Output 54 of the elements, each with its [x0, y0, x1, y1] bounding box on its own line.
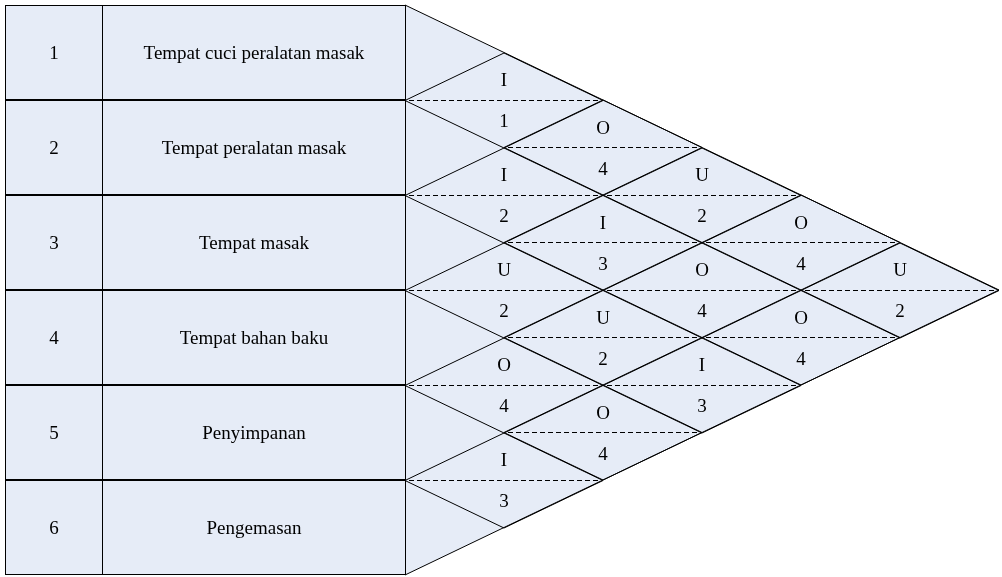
activity-name: Pengemasan — [206, 516, 302, 539]
relationship-code: I — [500, 69, 508, 91]
activity-name-cell — [102, 100, 406, 195]
relationship-code: I — [500, 164, 508, 186]
reason-code: 4 — [697, 300, 707, 322]
reason-code: 3 — [598, 252, 608, 275]
activity-name: Penyimpanan — [202, 421, 306, 444]
relationship-code: O — [596, 401, 610, 424]
reason-code: 3 — [499, 490, 509, 512]
activity-name-cell — [102, 385, 406, 480]
activity-number-cell — [5, 5, 103, 100]
activity-number: 2 — [49, 136, 59, 159]
activity-number-cell — [5, 100, 103, 195]
relationship-code: U — [695, 164, 709, 186]
activity-name: Tempat masak — [199, 231, 309, 254]
activity-name-cell — [102, 5, 406, 100]
reason-code: 4 — [499, 395, 509, 417]
reason-code: 2 — [499, 300, 509, 322]
relationship-code: O — [794, 211, 808, 234]
activity-name: Tempat cuci peralatan masak — [143, 41, 365, 64]
activity-name: Tempat peralatan masak — [161, 136, 347, 159]
reason-code: 1 — [499, 110, 509, 132]
relationship-code: O — [497, 354, 511, 376]
reason-code: 4 — [598, 157, 608, 180]
activity-number-cell — [5, 385, 103, 480]
reason-code: 2 — [499, 205, 509, 227]
activity-number-cell — [5, 480, 103, 575]
activity-name-cell — [102, 480, 406, 575]
relationship-code: O — [695, 259, 709, 281]
relationship-code: U — [497, 259, 511, 281]
activity-number: 1 — [49, 41, 59, 64]
relationship-code: U — [596, 306, 610, 329]
activity-name-cell — [102, 195, 406, 290]
activity-number: 3 — [49, 231, 59, 254]
activity-number-cell — [5, 195, 103, 290]
relationship-code: U — [893, 259, 907, 281]
relationship-code: I — [698, 354, 706, 376]
relationship-code: I — [599, 211, 607, 234]
activity-number: 4 — [49, 326, 59, 349]
reason-code: 4 — [796, 347, 806, 370]
relationship-code: O — [596, 116, 610, 139]
reason-code: 2 — [895, 300, 905, 322]
reason-code: 4 — [598, 442, 608, 465]
activity-name: Tempat bahan baku — [179, 326, 329, 349]
activity-number: 5 — [49, 421, 59, 444]
reason-code: 4 — [796, 252, 806, 275]
reason-code: 2 — [598, 347, 608, 370]
relationship-code: I — [500, 449, 508, 471]
activity-number-cell — [5, 290, 103, 385]
relationship-code: O — [794, 306, 808, 329]
activity-number: 6 — [49, 516, 59, 539]
activity-name-cell — [102, 290, 406, 385]
reason-code: 3 — [697, 395, 707, 417]
reason-code: 2 — [697, 205, 707, 227]
